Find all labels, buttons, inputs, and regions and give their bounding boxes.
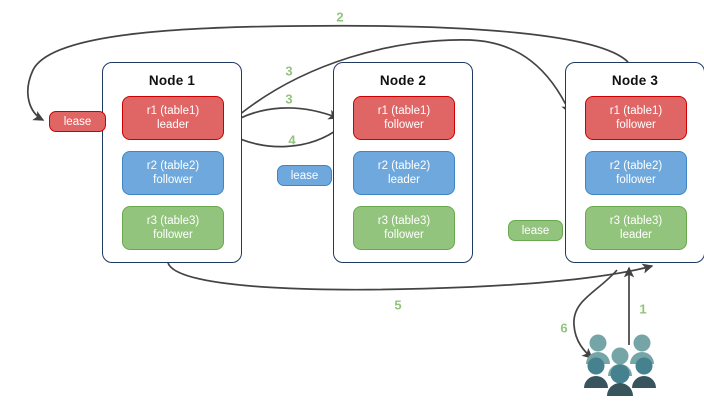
replica-n1-r2[interactable]: r2 (table2) follower <box>122 151 224 195</box>
edge-label-5: 5 <box>394 297 402 313</box>
replica-label-line1: r2 (table2) <box>377 160 431 172</box>
replica-label-line2: leader <box>388 174 420 186</box>
lease-badge-table1[interactable]: lease <box>49 111 106 132</box>
edge-3-to-node3-path <box>225 39 571 127</box>
edge-label-3-upper: 3 <box>285 63 293 79</box>
replica-label-line2: follower <box>616 174 656 186</box>
replica-n1-r3[interactable]: r3 (table3) follower <box>122 206 224 250</box>
lease-label: lease <box>521 224 550 237</box>
replica-label-line1: r3 (table3) <box>146 215 200 227</box>
replica-label-line2: follower <box>384 229 424 241</box>
node-container-2[interactable]: Node 2 r1 (table1) follower r2 (table2) … <box>333 62 473 263</box>
lease-label: lease <box>63 115 92 128</box>
replica-label-line1: r1 (table1) <box>146 105 200 117</box>
replica-label-line2: follower <box>616 119 656 131</box>
lease-badge-table3[interactable]: lease <box>508 220 563 241</box>
edge-label-6: 6 <box>560 320 568 336</box>
edge-label-2: 2 <box>336 9 344 25</box>
replica-n3-r2[interactable]: r2 (table2) follower <box>585 151 687 195</box>
replica-label-line2: follower <box>384 119 424 131</box>
edge-4-path <box>228 125 343 148</box>
replica-label-line1: r3 (table3) <box>609 215 663 227</box>
replica-n2-r3[interactable]: r3 (table3) follower <box>353 206 455 250</box>
replica-n3-r3[interactable]: r3 (table3) leader <box>585 206 687 250</box>
node-title-1: Node 1 <box>148 73 196 88</box>
node-title-2: Node 2 <box>379 73 427 88</box>
edge-6-path <box>573 269 618 359</box>
edge-label-3-lower: 3 <box>285 91 293 107</box>
replica-n1-r1[interactable]: r1 (table1) leader <box>122 96 224 140</box>
replica-label-line2: leader <box>620 229 652 241</box>
replica-label-line2: leader <box>157 119 189 131</box>
edge-label-1: 1 <box>639 301 647 317</box>
replica-label-line2: follower <box>153 174 193 186</box>
edge-3-to-node2-path <box>225 107 340 127</box>
lease-badge-table2[interactable]: lease <box>277 165 332 186</box>
replica-label-line1: r1 (table1) <box>609 105 663 117</box>
edge-label-4: 4 <box>288 132 296 148</box>
lease-label: lease <box>290 169 319 182</box>
edge-2-path <box>27 24 629 121</box>
replica-n2-r2[interactable]: r2 (table2) leader <box>353 151 455 195</box>
node-container-1[interactable]: Node 1 r1 (table1) leader r2 (table2) fo… <box>102 62 242 263</box>
replica-n2-r1[interactable]: r1 (table1) follower <box>353 96 455 140</box>
node-container-3[interactable]: Node 3 r1 (table1) follower r2 (table2) … <box>565 62 704 263</box>
replica-n3-r1[interactable]: r1 (table1) follower <box>585 96 687 140</box>
people-icon <box>584 334 656 396</box>
replica-label-line1: r2 (table2) <box>146 160 200 172</box>
replica-label-line1: r2 (table2) <box>609 160 663 172</box>
replica-label-line1: r1 (table1) <box>377 105 431 117</box>
edge-5-path <box>167 262 654 291</box>
replica-label-line2: follower <box>153 229 193 241</box>
replica-label-line1: r3 (table3) <box>377 215 431 227</box>
node-title-3: Node 3 <box>611 73 659 88</box>
